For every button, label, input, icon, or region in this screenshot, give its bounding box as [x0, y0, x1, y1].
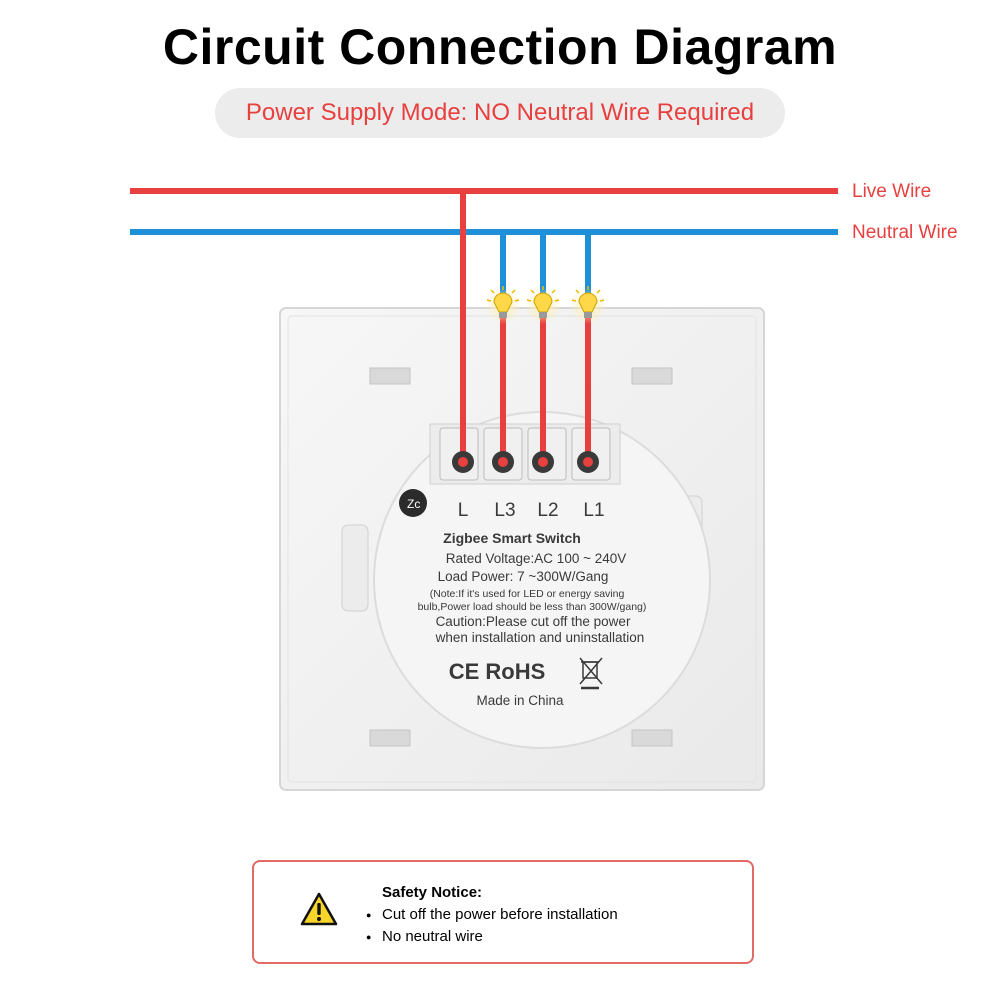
terminal-label-l: L [458, 500, 469, 521]
wires [130, 188, 838, 462]
made-in: Made in China [476, 693, 564, 708]
bulb-icon [570, 286, 606, 324]
certification-marks: CE RoHS [449, 659, 546, 684]
module-note-line1: (Note:If it's used for LED or energy sav… [430, 588, 625, 600]
safety-notice-title: Safety Notice: [382, 884, 483, 901]
terminal-label-l1: L1 [583, 500, 604, 521]
terminal-screws [452, 451, 599, 473]
list-item: Cut off the power before installation [362, 904, 618, 926]
zigbee-logo: Zc [399, 489, 427, 517]
bulb-icon [525, 286, 561, 324]
list-item: No neutral wire [362, 926, 618, 948]
load-power: Load Power: 7 ~300W/Gang [438, 569, 609, 584]
module-note-line2: bulb,Power load should be less than 300W… [418, 601, 647, 613]
module-name: Zigbee Smart Switch [443, 530, 581, 546]
module-caution-line1: Caution:Please cut off the power [436, 614, 631, 629]
safety-notice-list: Cut off the power before installation No… [362, 904, 618, 948]
safety-notice-box: Safety Notice: Cut off the power before … [252, 860, 754, 964]
rated-voltage: Rated Voltage:AC 100 ~ 240V [446, 551, 627, 566]
module-caution-line2: when installation and uninstallation [435, 630, 645, 645]
power-mode-badge: Power Supply Mode: NO Neutral Wire Requi… [215, 88, 785, 138]
terminal-label-l2: L2 [537, 500, 558, 521]
live-wire-label: Live Wire [852, 181, 932, 202]
weee-bin-icon [579, 657, 603, 690]
page-title: Circuit Connection Diagram [162, 19, 838, 75]
wiring-diagram: Zc L L3 L2 L1 Zigbee Smart Switch Rated … [130, 188, 838, 791]
terminal-label-l3: L3 [494, 500, 515, 521]
bulb-icon [485, 286, 521, 324]
neutral-wire-label: Neutral Wire [852, 222, 958, 243]
svg-text:Zc: Zc [407, 497, 420, 511]
warning-triangle-icon [300, 892, 338, 926]
